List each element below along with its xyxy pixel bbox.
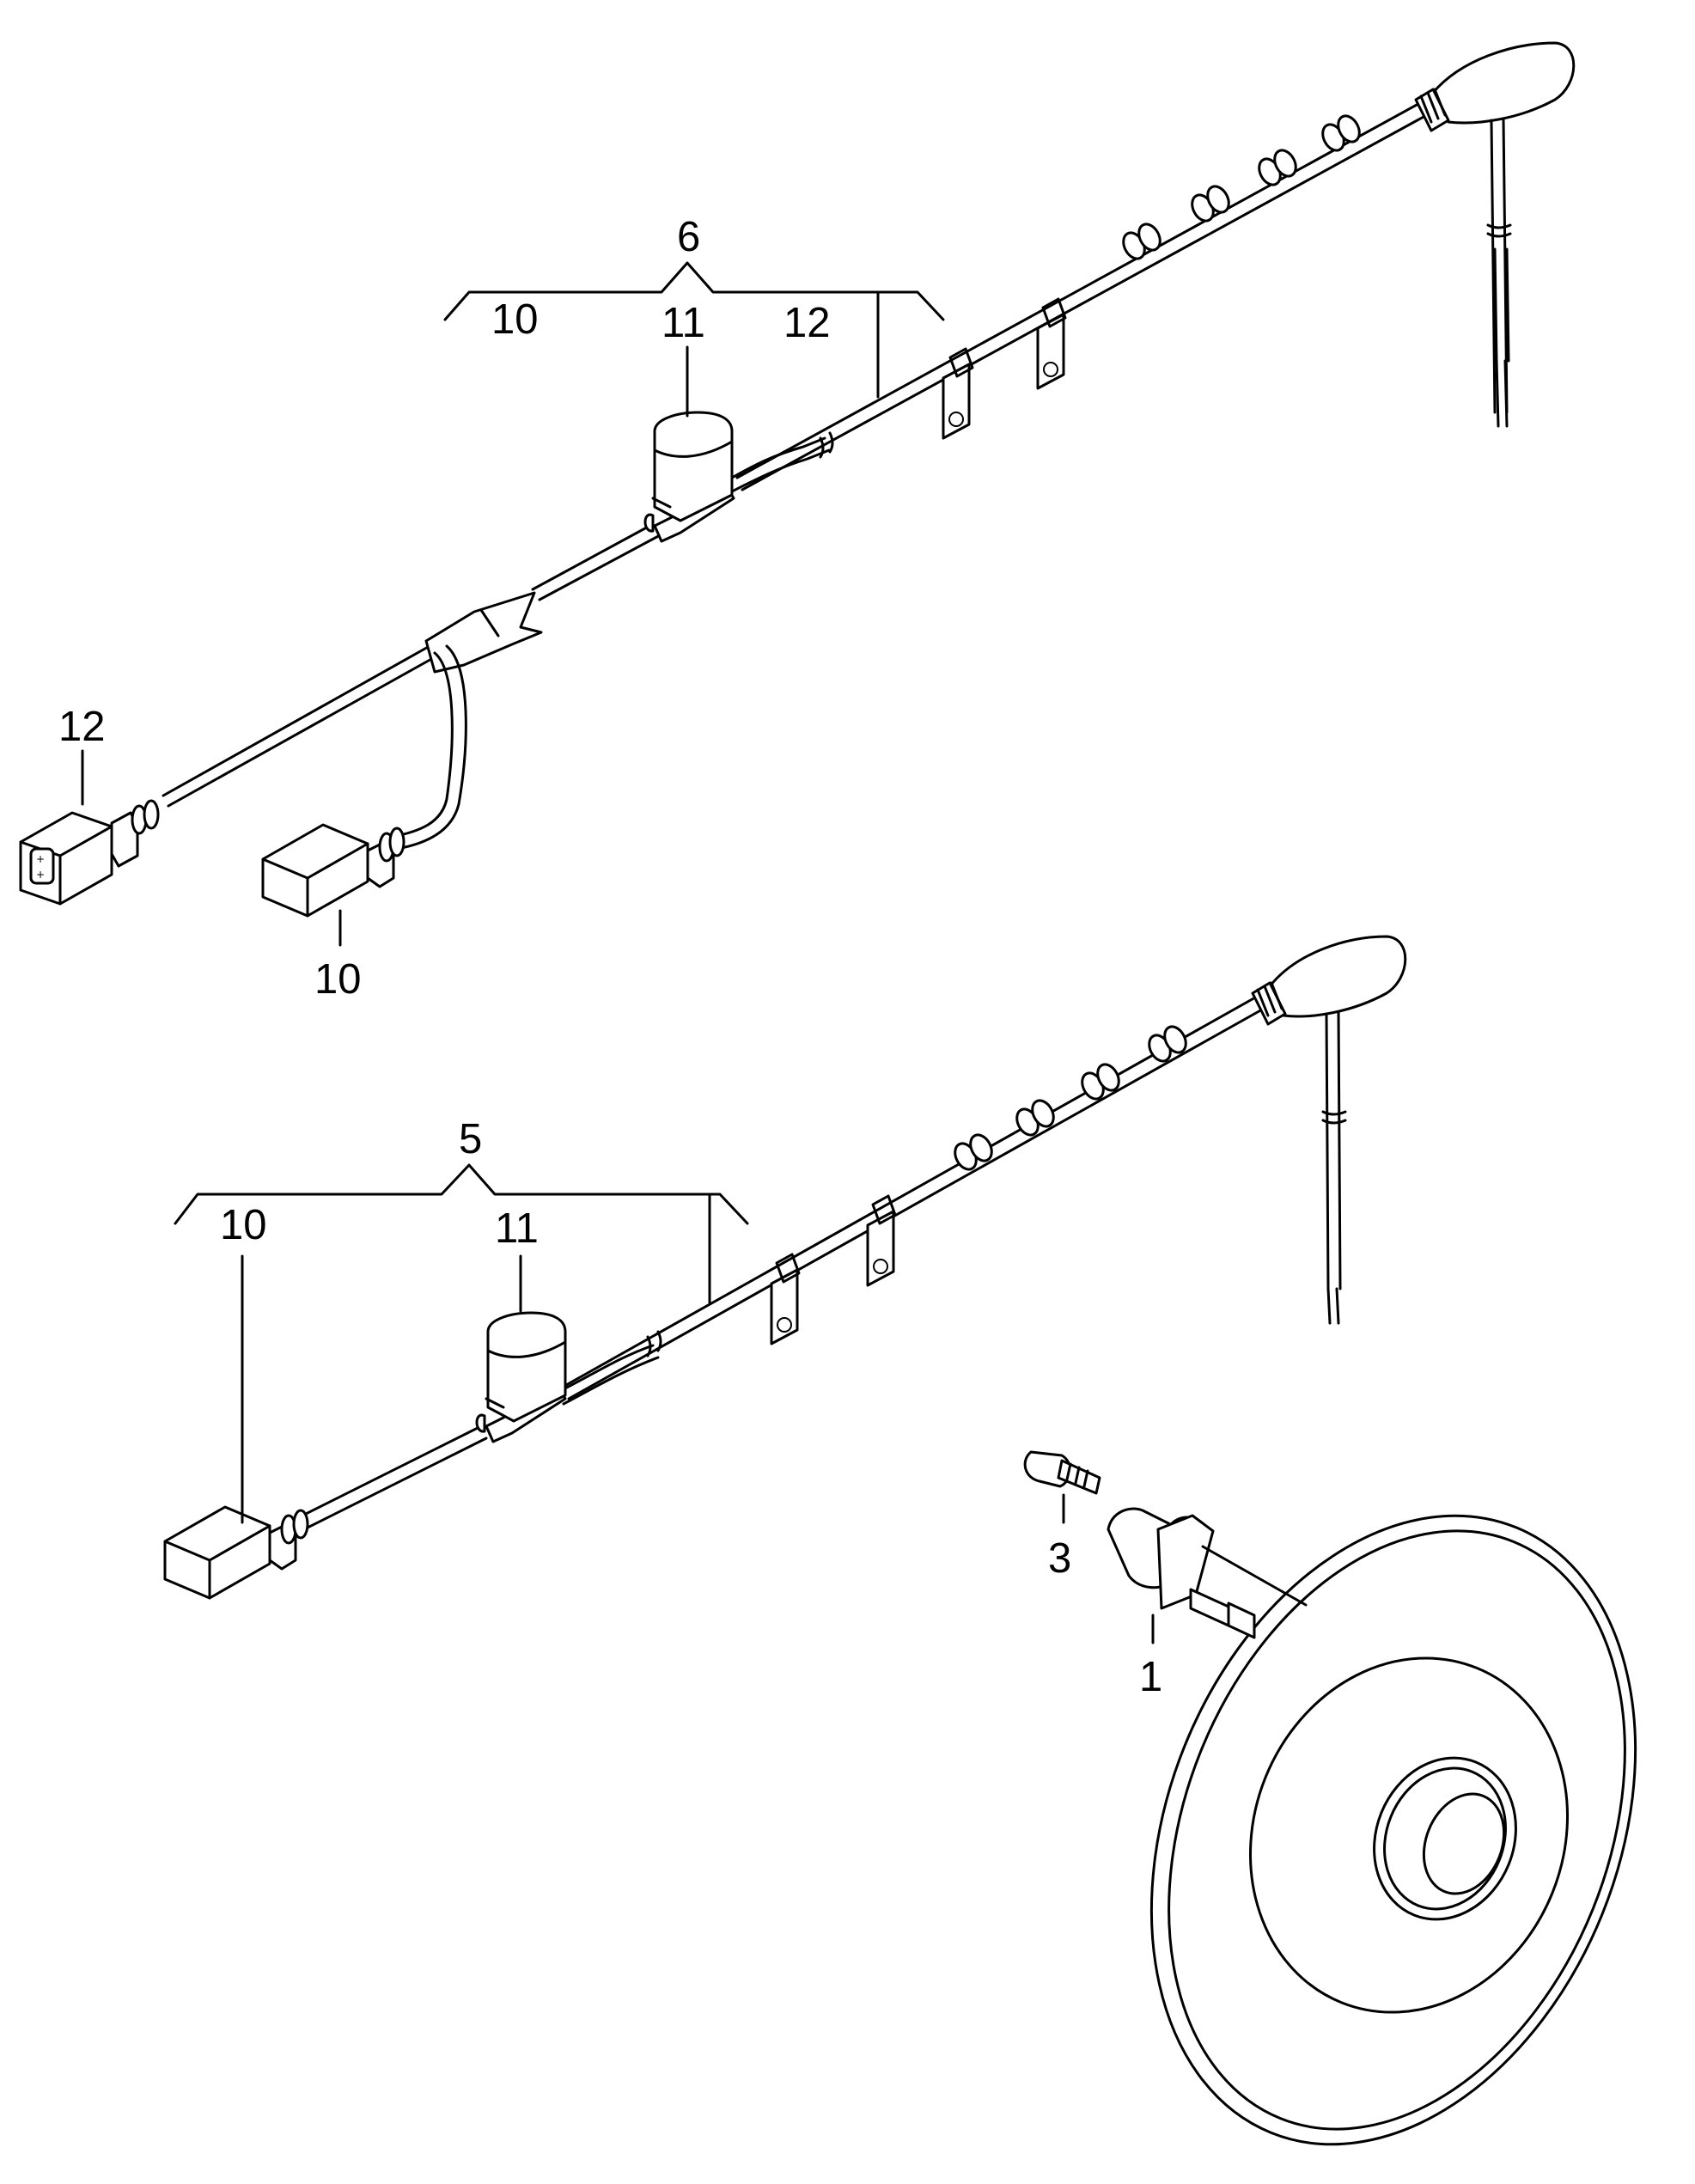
cable-grommets-lower <box>954 1025 1187 1171</box>
sensor-head-upper <box>1414 41 1576 428</box>
wheel-speed-sensor-assembly: 3 1 <box>1023 1450 1637 2146</box>
cable-brackets <box>942 297 1067 440</box>
cable-grommets <box>1122 114 1361 260</box>
connector-10-lower <box>163 1505 309 1600</box>
callout-11-lower-top: 11 <box>495 1205 539 1252</box>
callout-10-top: 10 <box>491 296 539 343</box>
harness-clamp-upper <box>424 591 543 674</box>
cable-brackets-lower <box>770 1194 897 1345</box>
connector-10-upper <box>261 823 405 918</box>
sensor-1 <box>1107 1507 1308 1639</box>
callout-6: 6 <box>677 214 700 260</box>
callout-3: 3 <box>1048 1535 1071 1582</box>
lower-wiring-harness: 5 10 11 <box>163 935 1407 1600</box>
brake-disc <box>1149 1514 1637 2146</box>
svg-text:+: + <box>36 869 45 881</box>
callout-12-plug: 12 <box>58 704 106 750</box>
sensor-head-lower <box>1251 935 1407 1325</box>
connector-11-lower <box>485 1311 567 1423</box>
plug-12-upper: + + <box>19 799 160 906</box>
connector-11-upper <box>651 411 734 522</box>
callout-1: 1 <box>1139 1654 1162 1700</box>
callout-12-top: 12 <box>783 300 831 346</box>
callout-11-top: 11 <box>662 300 705 346</box>
upper-wiring-harness: + + 6 10 11 12 12 10 <box>19 41 1576 1003</box>
bolt-3 <box>1023 1450 1101 1495</box>
callout-10-bottom: 10 <box>314 956 362 1003</box>
callout-5: 5 <box>459 1116 482 1162</box>
svg-text:+: + <box>36 853 45 865</box>
callout-10-lower-top: 10 <box>220 1202 267 1248</box>
